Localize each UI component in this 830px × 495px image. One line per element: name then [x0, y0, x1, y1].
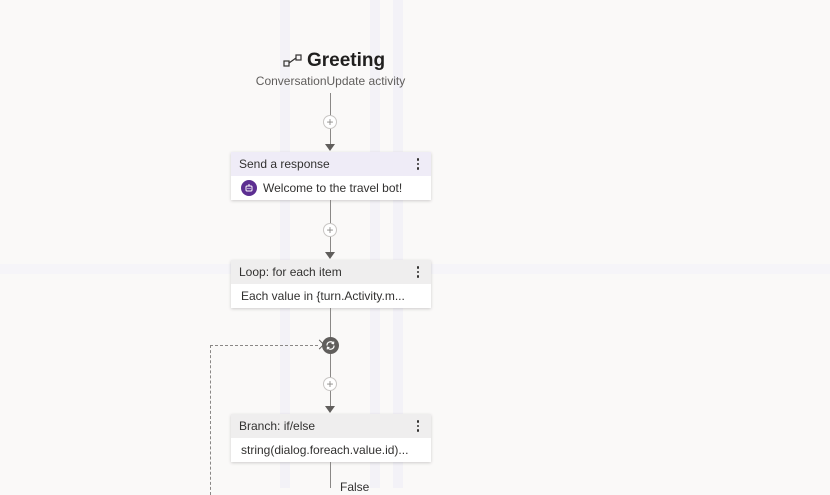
trigger-header[interactable]: Greeting	[283, 50, 385, 72]
card-body-text: Each value in {turn.Activity.m...	[241, 289, 405, 303]
add-action-button[interactable]: +	[323, 115, 337, 129]
loop-back-line	[210, 345, 211, 495]
canvas-guide	[393, 0, 403, 488]
trigger-title: Greeting	[307, 50, 386, 71]
card-header: Branch: if/else	[231, 414, 431, 438]
action-card-send-response[interactable]: Send a response Welcome to the travel bo…	[231, 152, 431, 200]
more-options-icon[interactable]	[415, 264, 422, 280]
connector-line	[330, 308, 331, 338]
more-options-icon[interactable]	[415, 156, 422, 172]
card-body-text: string(dialog.foreach.value.id)...	[241, 443, 409, 457]
branch-false-label: False	[340, 480, 370, 494]
card-title: Loop: for each item	[239, 265, 342, 279]
action-card-branch[interactable]: Branch: if/else string(dialog.foreach.va…	[231, 414, 431, 462]
action-card-loop[interactable]: Loop: for each item Each value in {turn.…	[231, 260, 431, 308]
add-action-button[interactable]: +	[323, 377, 337, 391]
arrow-down-icon	[325, 406, 335, 413]
card-body: Each value in {turn.Activity.m...	[231, 284, 431, 308]
canvas-guide	[370, 0, 380, 488]
more-options-icon[interactable]	[415, 418, 422, 434]
loop-back-line	[210, 345, 318, 346]
card-title: Branch: if/else	[239, 419, 316, 433]
card-title: Send a response	[239, 157, 330, 171]
card-body-text: Welcome to the travel bot!	[263, 181, 403, 195]
arrow-down-icon	[325, 252, 335, 259]
card-body: Welcome to the travel bot!	[231, 176, 431, 200]
add-action-button[interactable]: +	[323, 223, 337, 237]
canvas-guide	[280, 0, 290, 488]
connector-line	[330, 462, 331, 488]
card-body: string(dialog.foreach.value.id)...	[231, 438, 431, 462]
loop-icon	[322, 337, 339, 354]
bot-icon	[241, 180, 257, 196]
card-header: Send a response	[231, 152, 431, 176]
card-header: Loop: for each item	[231, 260, 431, 284]
trigger-subtitle: ConversationUpdate activity	[255, 74, 406, 88]
trigger-icon	[283, 54, 302, 67]
arrow-down-icon	[325, 144, 335, 151]
